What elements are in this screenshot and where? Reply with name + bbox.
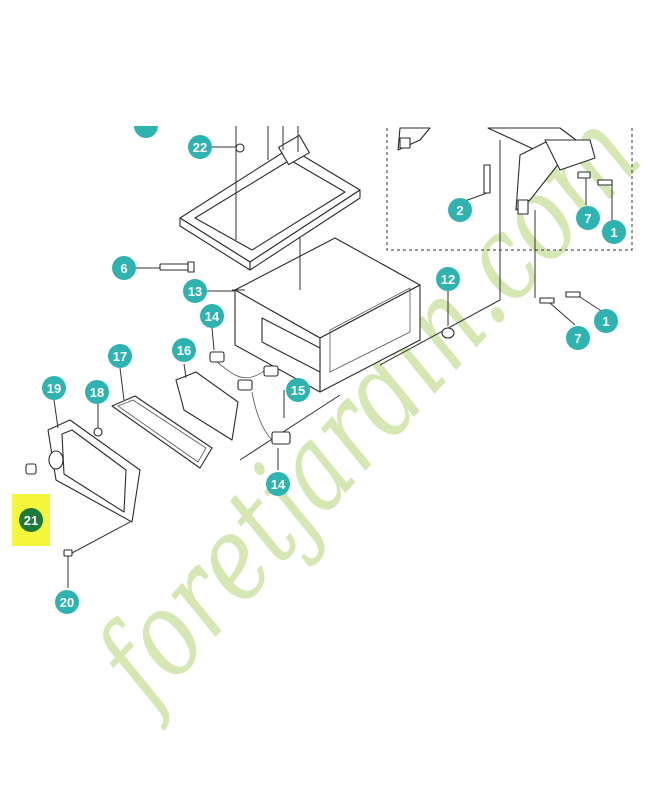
bolt-6: [159, 261, 195, 273]
svg-text:20: 20: [60, 595, 74, 610]
callout-18: 18: [85, 380, 109, 404]
svg-text:7: 7: [574, 331, 581, 346]
callout-2: 2: [448, 198, 472, 222]
callout-13: 13: [183, 279, 207, 303]
svg-text:14: 14: [205, 309, 220, 324]
circuit-board-16: [175, 363, 239, 441]
knob-21: [25, 463, 37, 475]
callout-22: 22: [188, 135, 212, 159]
callout-20: 20: [55, 590, 79, 614]
svg-text:2: 2: [456, 203, 463, 218]
bracket-assembly: [397, 127, 613, 225]
main-box-13: [232, 140, 501, 461]
callout-7-bottom: 7: [566, 326, 590, 350]
callout-7-top: 7: [576, 206, 600, 230]
grommet-12: [441, 290, 455, 339]
cover-19: [47, 399, 141, 523]
callout-1-bottom: 1: [594, 309, 618, 333]
svg-text:7: 7: [584, 211, 591, 226]
callout-15: 15: [286, 378, 310, 402]
callout-19: 19: [42, 376, 66, 400]
callout-21-highlighted: 21: [12, 494, 50, 546]
screw-18: [93, 404, 103, 437]
svg-text:15: 15: [291, 383, 305, 398]
wiring-harness-14: [209, 327, 291, 470]
svg-text:12: 12: [441, 272, 455, 287]
callout-14-top: 14: [200, 304, 224, 328]
top-plate: [179, 126, 361, 271]
callout-17: 17: [108, 344, 132, 368]
svg-text:21: 21: [24, 513, 38, 528]
callout-1-top: 1: [602, 220, 626, 244]
partial-callout-top: [134, 126, 158, 138]
svg-text:6: 6: [120, 261, 127, 276]
gasket-17: [111, 367, 213, 469]
svg-text:13: 13: [188, 284, 202, 299]
dashed-frame: [386, 128, 633, 251]
screw-20: [63, 521, 131, 588]
callout-14-bottom: 14: [266, 472, 290, 496]
leader-lines: [135, 146, 285, 418]
callout-12: 12: [436, 267, 460, 291]
nut-22: [235, 143, 245, 153]
callout-6: 6: [112, 256, 136, 280]
svg-text:14: 14: [271, 477, 286, 492]
svg-text:18: 18: [90, 385, 104, 400]
svg-text:19: 19: [47, 381, 61, 396]
svg-text:16: 16: [177, 343, 191, 358]
svg-text:1: 1: [610, 225, 617, 240]
callout-16: 16: [172, 338, 196, 362]
svg-text:22: 22: [193, 140, 207, 155]
svg-text:1: 1: [602, 314, 609, 329]
bolt-7-1-lower: [534, 210, 604, 326]
svg-text:17: 17: [113, 349, 127, 364]
